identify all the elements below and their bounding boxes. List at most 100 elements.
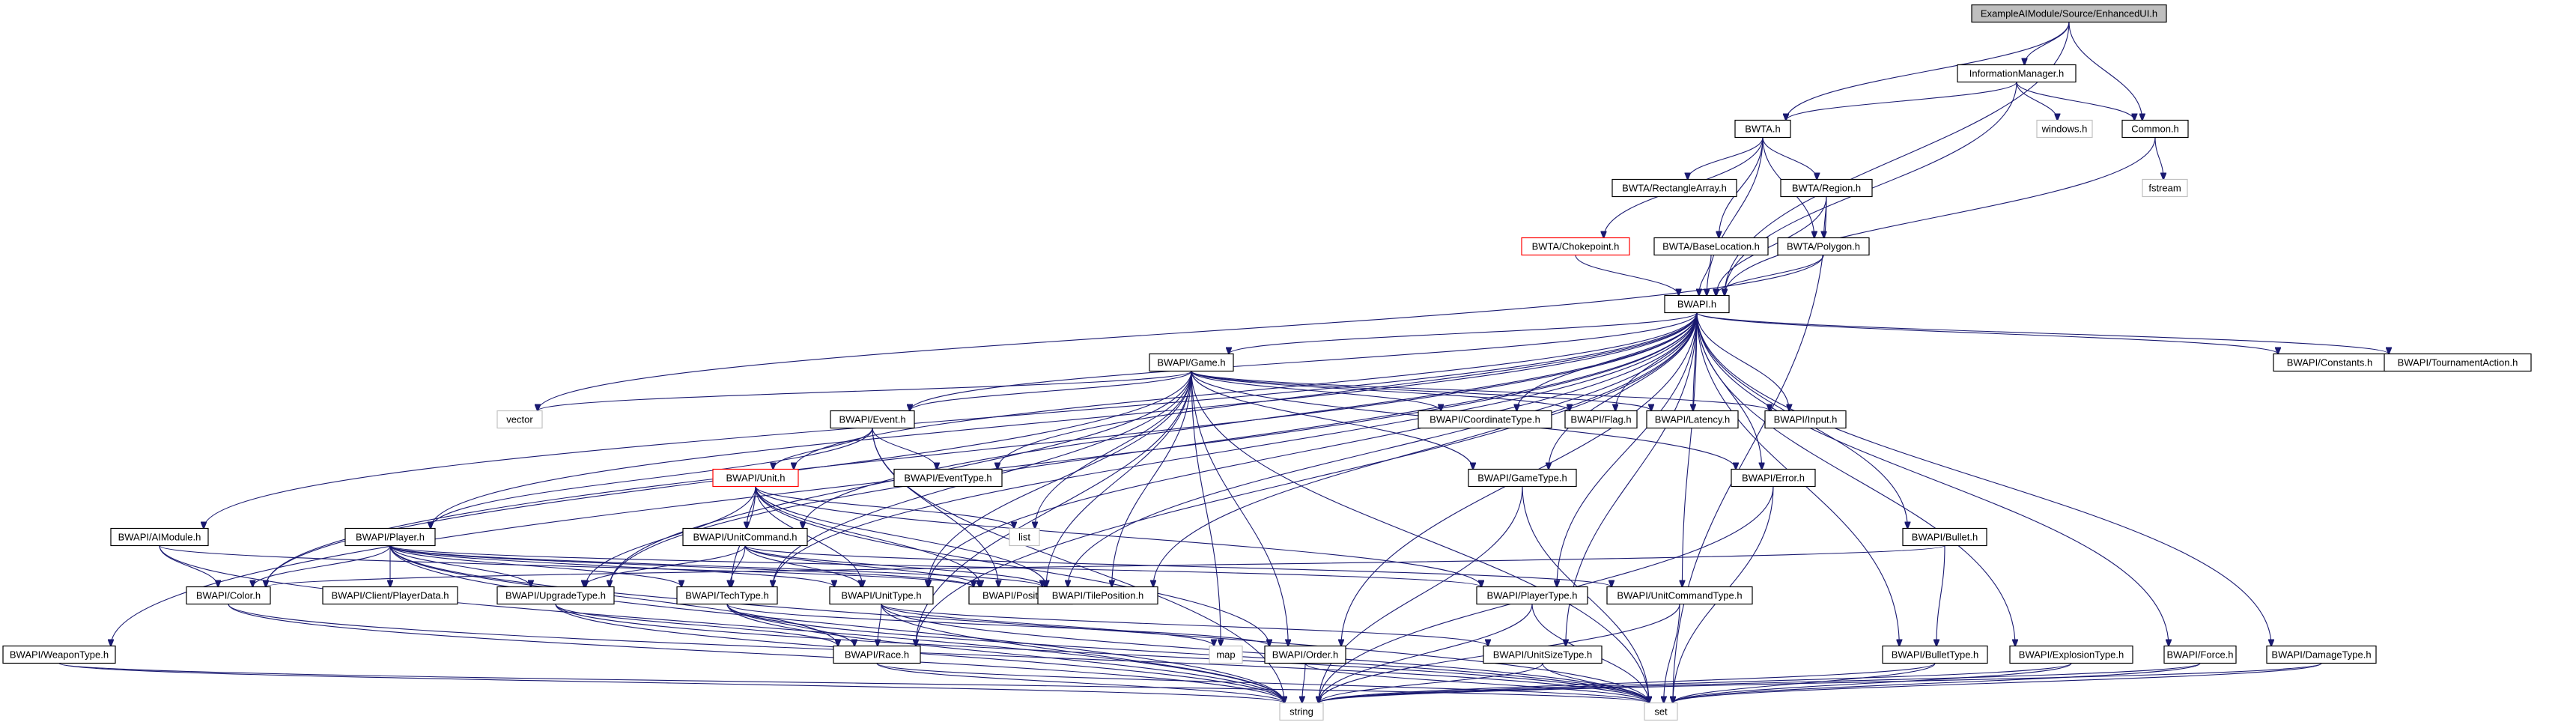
node-box-playertype[interactable]	[1476, 586, 1588, 605]
node-label-infomgr: InformationManager.h	[1969, 68, 2064, 79]
node-box-vector[interactable]	[496, 410, 543, 429]
edge-techtype-to-order	[726, 604, 1269, 646]
node-error[interactable]: BWAPI/Error.h	[1731, 468, 1816, 488]
node-explosiontype[interactable]: BWAPI/ExplosionType.h	[2009, 645, 2133, 664]
node-bwapi[interactable]: BWAPI.h	[1664, 294, 1730, 314]
node-box-root[interactable]	[1971, 4, 2167, 23]
node-box-set[interactable]	[1644, 702, 1678, 721]
node-box-input[interactable]	[1764, 410, 1847, 429]
node-force[interactable]: BWAPI/Force.h	[2163, 645, 2237, 664]
node-gametype[interactable]: BWAPI/GameType.h	[1468, 468, 1577, 488]
node-box-error[interactable]	[1731, 468, 1816, 488]
node-box-infomgr[interactable]	[1957, 64, 2077, 83]
node-constants[interactable]: BWAPI/Constants.h	[2273, 353, 2387, 372]
node-box-playerdata[interactable]	[322, 586, 458, 605]
node-unit[interactable]: BWAPI/Unit.h	[712, 468, 799, 488]
node-windows[interactable]: windows.h	[2036, 119, 2093, 139]
node-box-bwta[interactable]	[1734, 119, 1791, 139]
node-choke[interactable]: BWTA/Chokepoint.h	[1521, 237, 1630, 256]
node-box-game[interactable]	[1149, 353, 1234, 372]
node-box-rectarray[interactable]	[1611, 178, 1737, 198]
node-vector[interactable]: vector	[496, 410, 543, 429]
node-box-force[interactable]	[2163, 645, 2237, 664]
node-coordtype[interactable]: BWAPI/CoordinateType.h	[1418, 410, 1552, 429]
node-baseloc[interactable]: BWTA/BaseLocation.h	[1653, 237, 1769, 256]
node-upgradetype[interactable]: BWAPI/UpgradeType.h	[496, 586, 615, 605]
node-box-windows[interactable]	[2036, 119, 2093, 139]
node-common[interactable]: Common.h	[2121, 119, 2189, 139]
node-game[interactable]: BWAPI/Game.h	[1149, 353, 1234, 372]
node-list[interactable]: list	[1009, 527, 1040, 547]
node-damagetype[interactable]: BWAPI/DamageType.h	[2266, 645, 2377, 664]
node-box-list[interactable]	[1009, 527, 1040, 547]
node-box-unitcmdtype[interactable]	[1606, 586, 1753, 605]
node-techtype[interactable]: BWAPI/TechType.h	[676, 586, 778, 605]
node-unittype[interactable]: BWAPI/UnitType.h	[829, 586, 934, 605]
node-box-order[interactable]	[1264, 645, 1346, 664]
node-box-polygon[interactable]	[1777, 237, 1870, 256]
edge-bwapi-to-aimodule	[204, 312, 1698, 529]
node-box-race[interactable]	[833, 645, 921, 664]
node-box-map[interactable]	[1209, 645, 1243, 664]
node-box-event[interactable]	[830, 410, 915, 429]
node-box-tournament[interactable]	[2384, 353, 2532, 372]
node-box-bullettype[interactable]	[1882, 645, 1988, 664]
node-color[interactable]: BWAPI/Color.h	[186, 586, 271, 605]
node-box-unit[interactable]	[712, 468, 799, 488]
node-box-player[interactable]	[344, 527, 436, 547]
node-box-unittype[interactable]	[829, 586, 934, 605]
node-root[interactable]: ExampleAIModule/Source/EnhancedUI.h	[1971, 4, 2167, 23]
node-box-unitsizetype[interactable]	[1483, 645, 1603, 664]
node-tileposition[interactable]: BWAPI/TilePosition.h	[1037, 586, 1158, 605]
node-input[interactable]: BWAPI/Input.h	[1764, 410, 1847, 429]
node-box-baseloc[interactable]	[1653, 237, 1769, 256]
node-string[interactable]: string	[1279, 702, 1324, 721]
node-box-latency[interactable]	[1646, 410, 1739, 429]
node-unitcommand[interactable]: BWAPI/UnitCommand.h	[682, 527, 808, 547]
node-bullet[interactable]: BWAPI/Bullet.h	[1902, 527, 1987, 547]
node-box-techtype[interactable]	[676, 586, 778, 605]
node-event[interactable]: BWAPI/Event.h	[830, 410, 915, 429]
node-aimodule[interactable]: BWAPI/AIModule.h	[110, 527, 209, 547]
node-box-upgradetype[interactable]	[496, 586, 615, 605]
node-box-choke[interactable]	[1521, 237, 1630, 256]
node-box-region[interactable]	[1780, 178, 1873, 198]
node-box-aimodule[interactable]	[110, 527, 209, 547]
node-box-tileposition[interactable]	[1037, 586, 1158, 605]
node-latency[interactable]: BWAPI/Latency.h	[1646, 410, 1739, 429]
node-playerdata[interactable]: BWAPI/Client/PlayerData.h	[322, 586, 458, 605]
node-map[interactable]: map	[1209, 645, 1243, 664]
node-box-common[interactable]	[2121, 119, 2189, 139]
node-unitcmdtype[interactable]: BWAPI/UnitCommandType.h	[1606, 586, 1753, 605]
node-box-unitcommand[interactable]	[682, 527, 808, 547]
node-box-eventtype[interactable]	[893, 468, 1003, 488]
node-rectarray[interactable]: BWTA/RectangleArray.h	[1611, 178, 1737, 198]
node-polygon[interactable]: BWTA/Polygon.h	[1777, 237, 1870, 256]
node-box-coordtype[interactable]	[1418, 410, 1552, 429]
node-bullettype[interactable]: BWAPI/BulletType.h	[1882, 645, 1988, 664]
node-box-string[interactable]	[1279, 702, 1324, 721]
node-infomgr[interactable]: InformationManager.h	[1957, 64, 2077, 83]
node-box-fstream[interactable]	[2142, 178, 2188, 198]
node-box-flag[interactable]	[1564, 410, 1638, 429]
node-box-color[interactable]	[186, 586, 271, 605]
node-box-bwapi[interactable]	[1664, 294, 1730, 314]
node-bwta[interactable]: BWTA.h	[1734, 119, 1791, 139]
node-player[interactable]: BWAPI/Player.h	[344, 527, 436, 547]
node-playertype[interactable]: BWAPI/PlayerType.h	[1476, 586, 1588, 605]
node-order[interactable]: BWAPI/Order.h	[1264, 645, 1346, 664]
node-set[interactable]: set	[1644, 702, 1678, 721]
node-unitsizetype[interactable]: BWAPI/UnitSizeType.h	[1483, 645, 1603, 664]
node-box-damagetype[interactable]	[2266, 645, 2377, 664]
node-box-gametype[interactable]	[1468, 468, 1577, 488]
node-weapontype[interactable]: BWAPI/WeaponType.h	[2, 645, 116, 664]
node-box-explosiontype[interactable]	[2009, 645, 2133, 664]
node-region[interactable]: BWTA/Region.h	[1780, 178, 1873, 198]
node-tournament[interactable]: BWAPI/TournamentAction.h	[2384, 353, 2532, 372]
node-race[interactable]: BWAPI/Race.h	[833, 645, 921, 664]
node-eventtype[interactable]: BWAPI/EventType.h	[893, 468, 1003, 488]
node-fstream[interactable]: fstream	[2142, 178, 2188, 198]
node-flag[interactable]: BWAPI/Flag.h	[1564, 410, 1638, 429]
node-box-weapontype[interactable]	[2, 645, 116, 664]
node-box-bullet[interactable]	[1902, 527, 1987, 547]
